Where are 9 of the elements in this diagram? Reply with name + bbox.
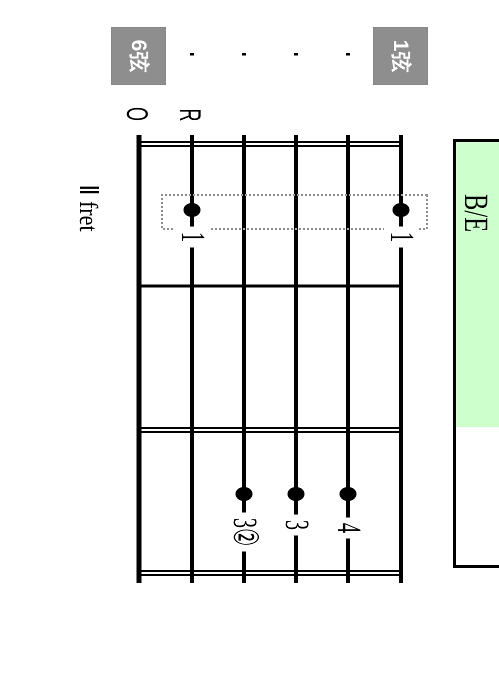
root-mark: R [174,108,204,122]
chord-name: B/E [458,194,492,232]
chord-name-box [453,139,499,568]
string-number-tag: 6弦 [111,27,166,85]
string-number-tag: 1弦 [373,27,428,85]
finger-number: 1 [384,226,418,248]
finger-number: 1 [175,226,209,248]
open-string-mark: O [121,107,151,121]
fret-position-label: Ⅱ fret [75,184,101,232]
